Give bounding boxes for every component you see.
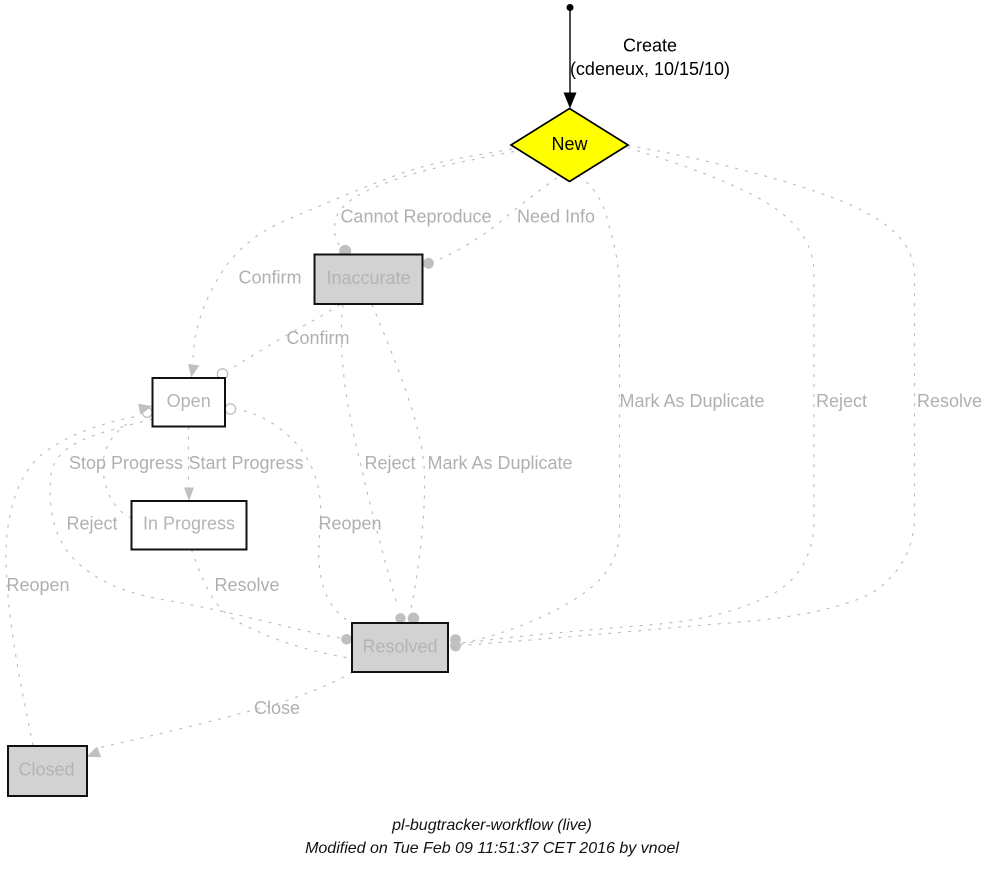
svg-text:Start Progress: Start Progress (188, 453, 303, 473)
svg-text:Resolved: Resolved (362, 636, 437, 656)
svg-text:Need Info: Need Info (517, 206, 595, 226)
svg-text:Create: Create (623, 36, 677, 56)
svg-text:Resolve: Resolve (214, 575, 279, 595)
svg-text:Mark As Duplicate: Mark As Duplicate (619, 391, 764, 411)
svg-text:pl-bugtracker-workflow (live): pl-bugtracker-workflow (live) (391, 817, 592, 834)
svg-text:Confirm: Confirm (238, 268, 301, 288)
svg-text:Reject: Reject (66, 514, 117, 534)
svg-text:Inaccurate: Inaccurate (326, 268, 410, 288)
svg-text:Reopen: Reopen (6, 575, 69, 595)
svg-text:Modified on Tue Feb 09 11:51:3: Modified on Tue Feb 09 11:51:37 CET 2016… (305, 840, 679, 857)
svg-text:In Progress: In Progress (143, 514, 235, 534)
svg-text:Reject: Reject (364, 453, 415, 473)
svg-text:Resolve: Resolve (917, 391, 982, 411)
svg-text:Cannot Reproduce: Cannot Reproduce (340, 206, 491, 226)
svg-text:Stop Progress: Stop Progress (69, 453, 183, 473)
svg-text:Mark As Duplicate: Mark As Duplicate (427, 453, 572, 473)
svg-text:Close: Close (254, 698, 300, 718)
svg-text:New: New (551, 134, 588, 154)
svg-text:Reopen: Reopen (318, 514, 381, 534)
svg-text:Confirm: Confirm (286, 328, 349, 348)
svg-text:(cdeneux, 10/15/10): (cdeneux, 10/15/10) (570, 59, 730, 79)
svg-text:Open: Open (167, 391, 211, 411)
svg-text:Reject: Reject (816, 391, 867, 411)
svg-text:Closed: Closed (18, 760, 74, 780)
